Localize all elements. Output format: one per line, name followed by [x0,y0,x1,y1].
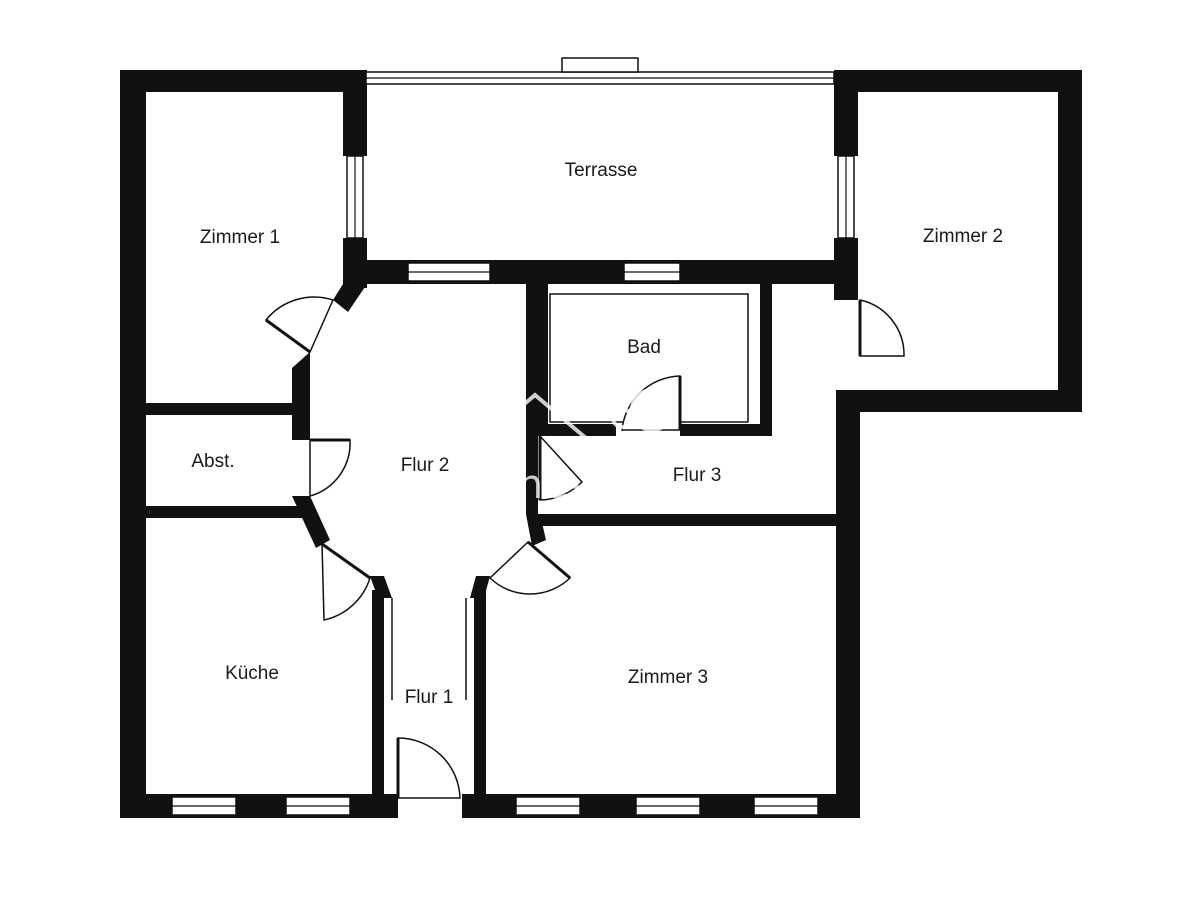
window-flur-2-terrasse [407,262,491,282]
house-tree-icon [468,388,674,470]
watermark: ohne-makler [466,388,730,508]
window-zimmer-3-1 [515,796,581,816]
window-zimmer-3-2 [635,796,701,816]
terrace-opening [365,57,835,85]
windows [171,57,855,816]
label-abst: Abst. [191,451,234,472]
door-entrance [396,737,461,799]
label-flur-3: Flur 3 [673,465,722,486]
doors [264,296,905,799]
window-kueche-1 [171,796,237,816]
watermark-text: ohne-makler [466,462,730,508]
window-zimmer-3-3 [753,796,819,816]
door-zimmer-2 [858,299,905,357]
room-labels: Zimmer 1 Terrasse Zimmer 2 Bad Abst. Flu… [191,160,1003,708]
window-kueche-2 [285,796,351,816]
window-bad-terrasse [623,262,681,282]
window-zimmer-1-terrasse [346,155,364,239]
door-flur-3 [538,434,584,501]
window-zimmer-2-terrasse [837,155,855,239]
label-terrasse: Terrasse [565,160,638,181]
door-zimmer-3 [488,540,572,595]
door-abst [309,438,351,497]
label-zimmer-1: Zimmer 1 [200,227,280,248]
walls [120,70,1082,818]
label-flur-2: Flur 2 [401,455,450,476]
label-zimmer-3: Zimmer 3 [628,667,708,688]
door-zimmer-1 [264,296,335,354]
label-bad: Bad [627,337,661,358]
label-flur-1: Flur 1 [405,687,454,708]
label-zimmer-2: Zimmer 2 [923,226,1003,247]
door-kueche [321,542,371,621]
label-kueche: Küche [225,663,279,684]
